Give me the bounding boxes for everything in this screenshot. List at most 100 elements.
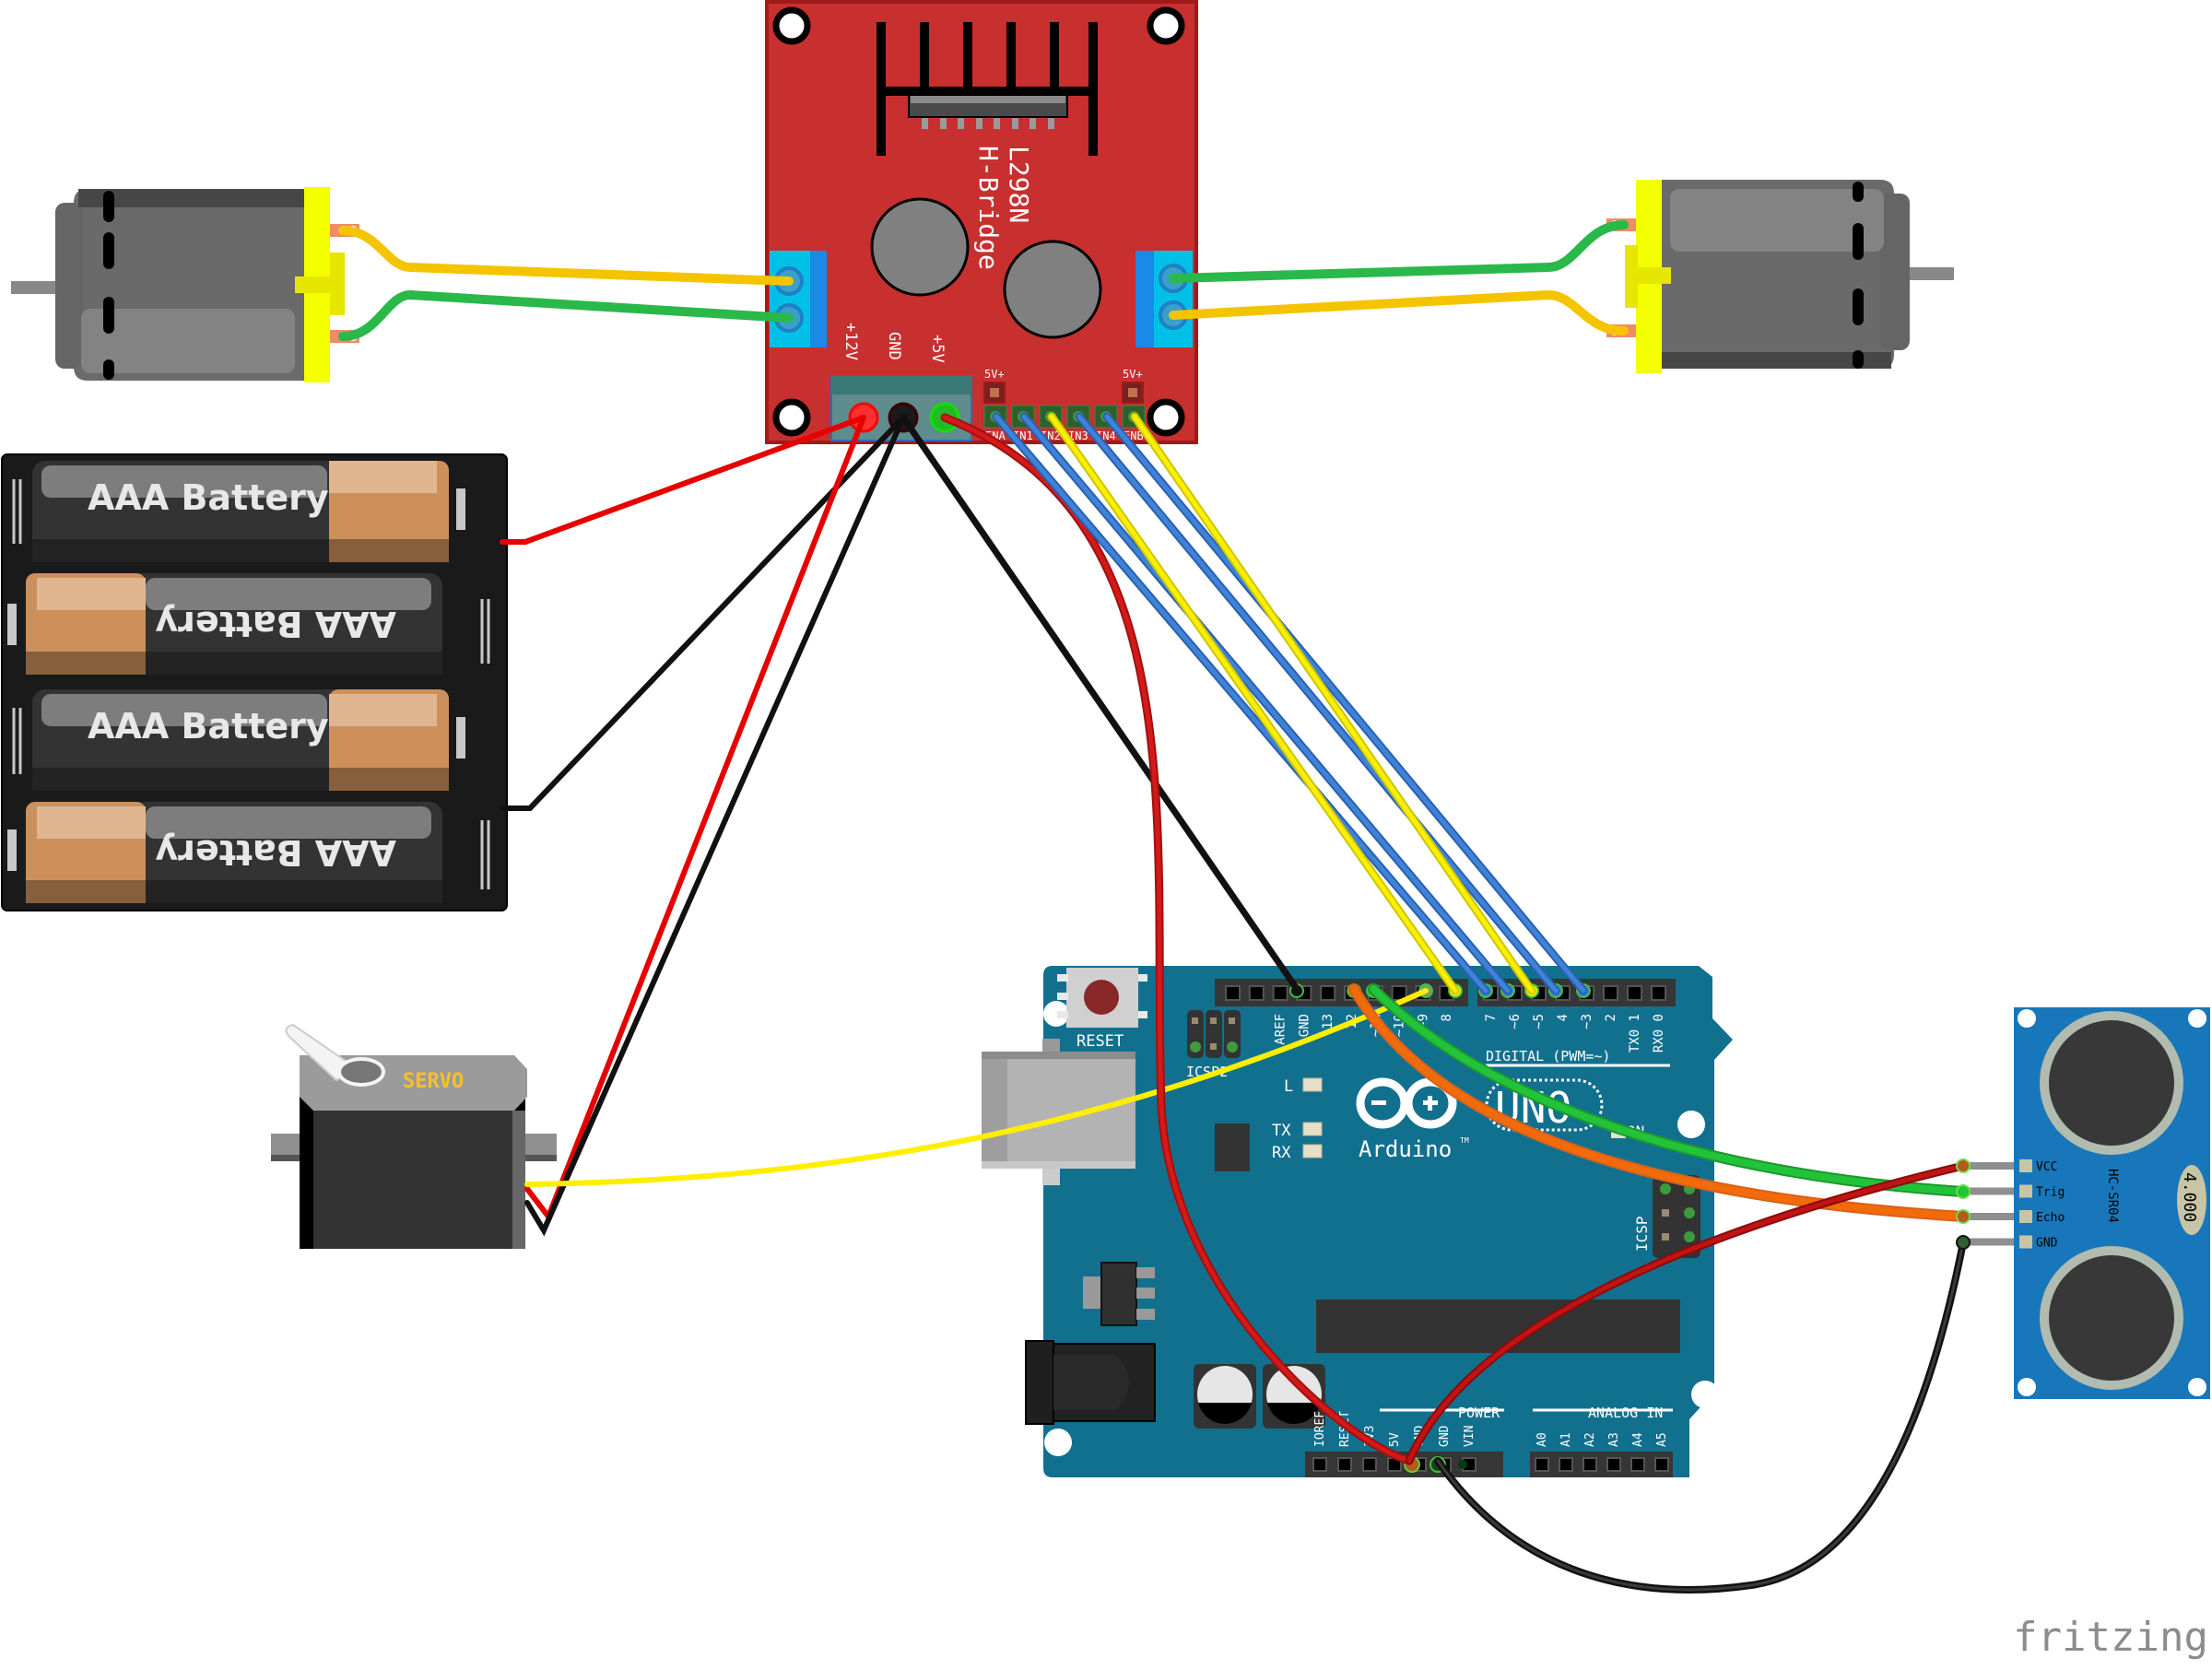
mounting-hole [772, 6, 811, 45]
digital-header-pin[interactable]: TX0 1 [1627, 985, 1642, 1053]
motor-shaft [1908, 267, 1954, 280]
usb-port[interactable] [982, 1039, 1135, 1185]
sensor-pin-label: GND [2036, 1237, 2058, 1251]
analog-pin-a2[interactable]: A2 [1583, 1432, 1597, 1472]
led-label-l: L [1284, 1077, 1293, 1096]
battery-cell: AAA Battery [26, 573, 442, 675]
led-label-rx: RX [1272, 1144, 1291, 1162]
servo-label: SERVO [403, 1070, 464, 1093]
analog-pin-a0[interactable]: A0 [1535, 1432, 1549, 1472]
sensor-pin-trig[interactable]: Trig [1963, 1184, 2065, 1200]
icsp-header[interactable] [1653, 1175, 1700, 1258]
analog-pin-a1[interactable]: A1 [1559, 1432, 1573, 1472]
analog-pin-label: A2 [1583, 1432, 1597, 1447]
icsp2-header[interactable] [1187, 1010, 1241, 1058]
battery-holder [1, 453, 508, 911]
ultrasonic-transmitter [2040, 1011, 2183, 1155]
mounting-hole [1147, 6, 1185, 45]
wire-gnd-arduino[interactable] [900, 414, 1300, 993]
fritzing-watermark: fritzing [2013, 1614, 2208, 1661]
sensor-pin-gnd[interactable]: GND [1963, 1235, 2058, 1251]
wire-motor-right-b[interactable] [1169, 289, 1629, 335]
wire-motor-left-a[interactable] [338, 226, 794, 286]
digital-header-pin[interactable] [1248, 985, 1265, 1001]
analog-header-label: ANALOG IN [1588, 1405, 1663, 1421]
microcontroller-chip [1316, 1300, 1680, 1353]
power-pin-label: IOREF [1313, 1411, 1327, 1447]
icsp-label: ICSP [1633, 1216, 1651, 1252]
wire-servo-ground[interactable] [524, 415, 906, 1237]
power-terminal-block[interactable] [830, 375, 972, 441]
analog-pin-label: A3 [1607, 1432, 1621, 1447]
mounting-hole [1677, 1111, 1705, 1138]
digital-header-pin[interactable] [1225, 985, 1241, 1001]
battery-label: AAA Battery [155, 604, 396, 644]
digital-header-pin[interactable]: RX0 0 [1651, 985, 1666, 1053]
wire-battery-positive[interactable] [500, 415, 866, 545]
digital-pin-label: TX0 1 [1628, 1014, 1642, 1053]
screw-terminal-motor-a[interactable] [770, 251, 827, 347]
digital-header-pin[interactable]: 2 [1603, 985, 1618, 1021]
power-header-label: POWER [1458, 1405, 1500, 1421]
power-pin-label: GND [1438, 1425, 1452, 1447]
wire-battery-negative[interactable] [500, 415, 906, 811]
l298n-hbridge-module[interactable]: L298N H-Bridge +12V GND +5V 5 [765, 0, 1198, 444]
digital-pin-label: 4 [1556, 1014, 1571, 1021]
reset-label: RESET [1077, 1032, 1124, 1051]
sensor-pin-label: Echo [2036, 1211, 2065, 1225]
digital-pin-label: 8 [1440, 1014, 1454, 1021]
wire-servo-signal[interactable] [524, 988, 1429, 1187]
wires [338, 220, 1971, 1594]
jumper-label-b: 5V+ [1123, 368, 1143, 381]
digital-pin-label: 7 [1484, 1014, 1499, 1021]
screw-terminal-motor-b[interactable] [1135, 251, 1193, 347]
electrolytic-capacitor [1263, 1364, 1325, 1429]
hbridge-subtitle: H-Bridge [973, 146, 1004, 270]
battery-pack-4xaaa[interactable]: AAA Battery AAA Battery AAA Battery [1, 453, 508, 911]
wire-servo-power[interactable] [524, 415, 866, 1223]
wire-motor-right-a[interactable] [1169, 220, 1629, 283]
digital-pin-label: ~6 [1508, 1014, 1523, 1029]
digital-header-label: DIGITAL (PWM=~) [1486, 1048, 1610, 1064]
servo-motor[interactable]: SERVO [271, 1023, 557, 1249]
capacitor [1003, 240, 1102, 339]
servo-body [313, 1111, 525, 1249]
sensor-pin-vcc[interactable]: VCC [1963, 1159, 2057, 1174]
reset-button[interactable] [1057, 968, 1147, 1028]
servo-spline [341, 1061, 382, 1083]
hbridge-board [765, 0, 1198, 444]
analog-pin-a3[interactable]: A3 [1606, 1432, 1621, 1472]
battery-label: AAA Battery [155, 832, 396, 873]
digital-header-pin[interactable]: 13 [1320, 985, 1336, 1029]
status-leds: L TX RX [1272, 1077, 1323, 1162]
label-5v: +5V [928, 335, 947, 363]
dc-power-jack[interactable] [1025, 1340, 1156, 1425]
analog-pin-label: A0 [1535, 1432, 1549, 1447]
arduino-uno[interactable]: RESET [982, 966, 1733, 1477]
battery-label: AAA Battery [88, 706, 329, 747]
power-pin-label: 5V [1388, 1432, 1402, 1447]
mounting-hole [1147, 398, 1185, 437]
svg-text:TM: TM [1460, 1136, 1469, 1145]
digital-header-pin[interactable]: AREF [1272, 985, 1288, 1045]
sensor-pin-label: VCC [2036, 1160, 2057, 1174]
capacitor [870, 197, 970, 297]
analog-header [1530, 1452, 1673, 1477]
brand-label: Arduino [1359, 1136, 1452, 1162]
crystal-label: 4.000 [2180, 1172, 2199, 1222]
dc-motor-right[interactable] [1606, 180, 1954, 373]
analog-pin-a5[interactable]: A5 [1654, 1432, 1669, 1472]
ultrasonic-receiver [2040, 1246, 2183, 1390]
power-pin-ioref[interactable]: IOREF [1312, 1411, 1327, 1472]
dc-motor-left[interactable] [11, 187, 359, 382]
sensor-pin-echo[interactable]: Echo [1963, 1210, 2065, 1225]
digital-pin-label: 2 [1604, 1014, 1618, 1021]
battery-label: AAA Battery [88, 477, 329, 518]
voltage-regulator [1083, 1262, 1155, 1326]
wire-motor-left-b[interactable] [338, 289, 794, 341]
analog-pin-label: A1 [1559, 1432, 1573, 1447]
analog-pin-a4[interactable]: A4 [1630, 1432, 1645, 1472]
battery-cell: AAA Battery [32, 461, 449, 562]
